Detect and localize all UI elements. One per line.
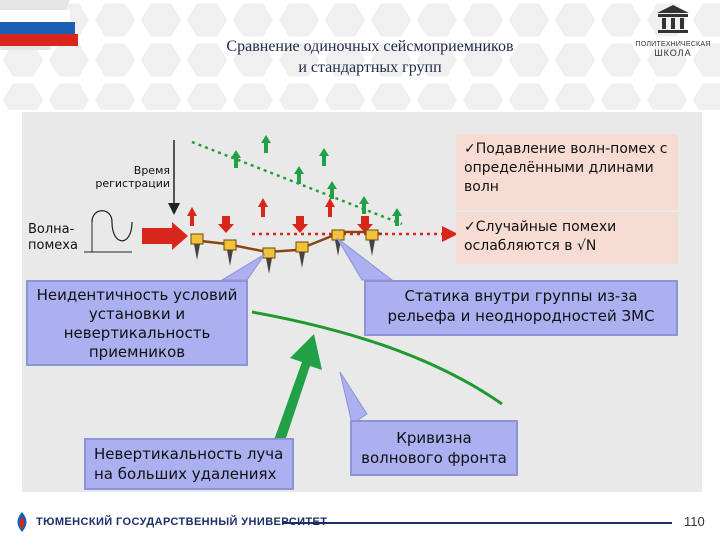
logo-flag-icon [0, 10, 78, 46]
callout-pointer-right [336, 237, 394, 281]
footer-rule [282, 522, 672, 524]
noise-wave-arrow [142, 222, 188, 250]
blue-box-installation: Неидентичность условий установки и невер… [26, 280, 248, 366]
time-label: Время регистрации [95, 164, 170, 190]
pink-box-1-text: ✓Подавление волн-помех с определёнными д… [464, 141, 668, 195]
diagram-figure: Время регистрации Волна- помеха ✓Подавле… [22, 112, 702, 492]
callout-pointer-left [220, 253, 266, 281]
blue-box-2-text: Статика внутри группы из-за рельефа и не… [387, 287, 655, 325]
callout-pointer-bottom [339, 371, 368, 425]
geophone-receivers [190, 229, 379, 274]
blue-box-1-text: Неидентичность условий установки и невер… [36, 286, 238, 361]
page-number: 110 [684, 514, 705, 529]
red-arrows [187, 198, 373, 233]
title-line-2: и стандартных групп [298, 59, 442, 76]
pink-box-2-text: ✓Случайные помехи ослабляются в √N [464, 219, 617, 254]
blue-box-4-text: Кривизна волнового фронта [361, 429, 507, 467]
pink-box-random-noise: ✓Случайные помехи ослабляются в √N [456, 212, 678, 264]
blue-box-wavefront-curvature: Кривизна волнового фронта [350, 420, 518, 476]
blue-box-ray-nonverticality: Невертикальность луча на больших удалени… [84, 438, 294, 490]
university-logo-icon [17, 512, 27, 532]
building-icon [657, 5, 689, 33]
green-arrows [231, 135, 402, 226]
logo-caption: ПОЛИТЕХНИЧЕСКАЯ [635, 41, 711, 48]
logo-subcaption: ШКОЛА [654, 48, 692, 58]
page-title: Сравнение одиночных сейсмоприемников и с… [150, 36, 590, 78]
wave-label-line-2: помеха [28, 238, 78, 253]
polytechnic-logo: ПОЛИТЕХНИЧЕСКАЯ ШКОЛА [628, 4, 718, 58]
wave-label-line-1: Волна- [28, 222, 75, 237]
wave-label: Волна- помеха [28, 222, 78, 254]
diagram-graphics [84, 135, 503, 444]
ray-direction-arrow [274, 334, 322, 444]
wave-symbol-icon [91, 210, 133, 242]
wavefront-curve [251, 310, 503, 406]
pink-box-wave-suppression: ✓Подавление волн-помех с определёнными д… [456, 134, 678, 210]
footer-university-name: ТЮМЕНСКИЙ ГОСУДАРСТВЕННЫЙ УНИВЕРСИТЕТ [36, 516, 328, 528]
blue-box-statics: Статика внутри группы из-за рельефа и не… [364, 280, 678, 336]
title-line-1: Сравнение одиночных сейсмоприемников [226, 38, 514, 55]
blue-box-3-text: Невертикальность луча на больших удалени… [94, 445, 284, 483]
